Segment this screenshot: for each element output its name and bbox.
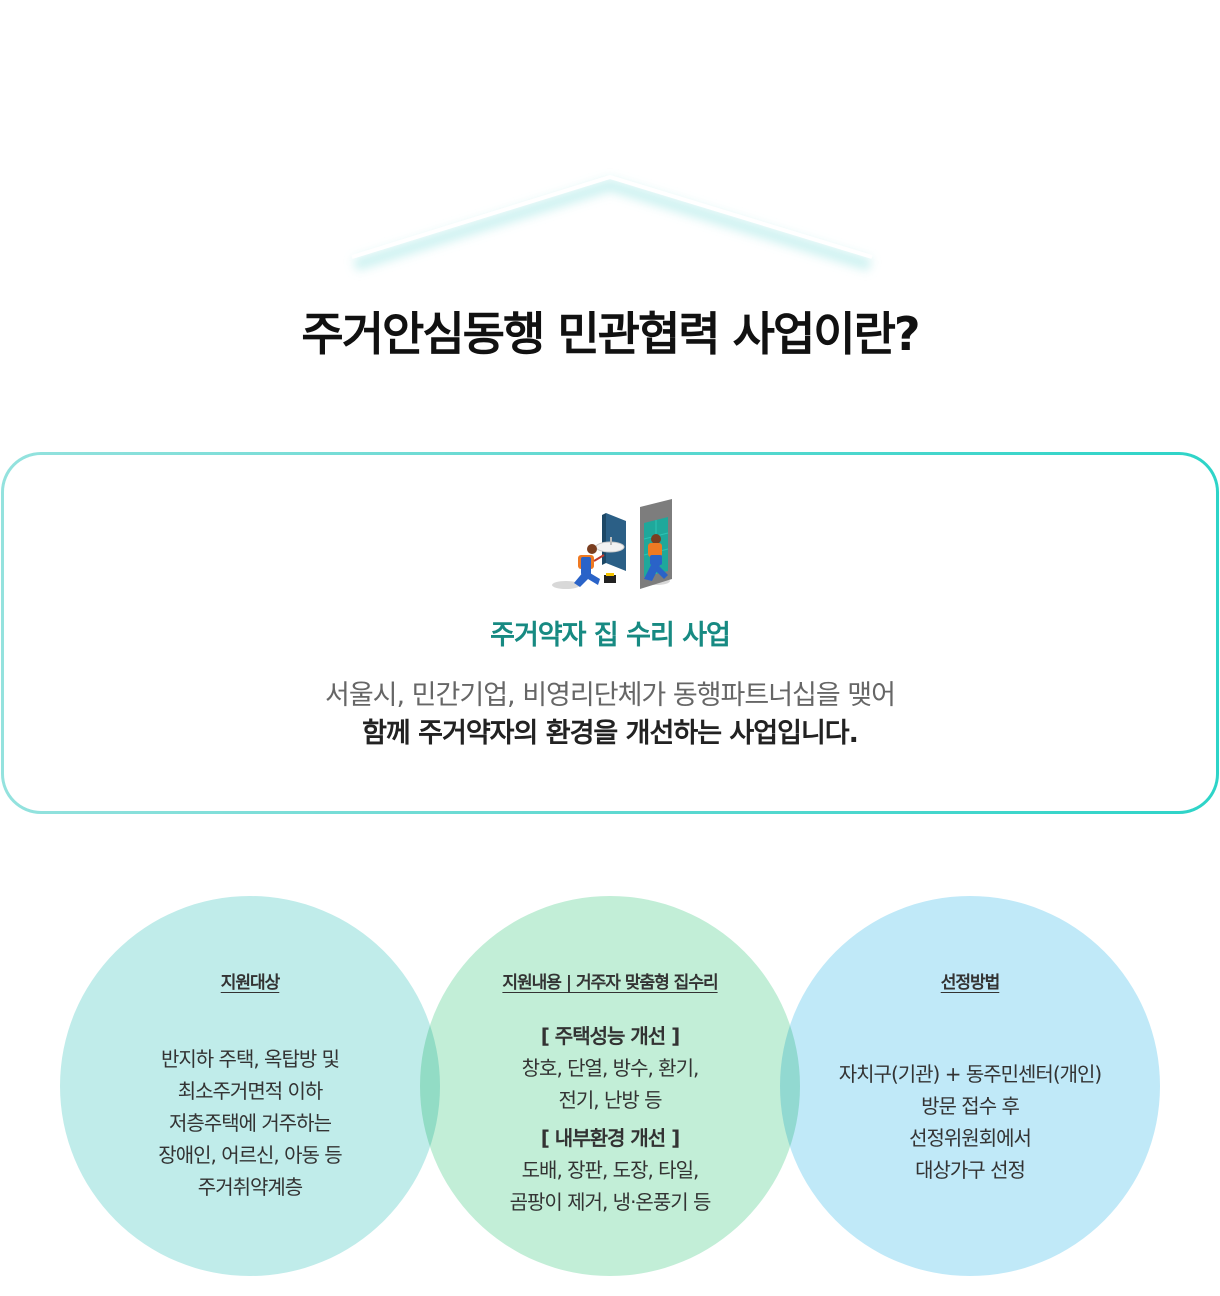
description-line-1: 서울시, 민간기업, 비영리단체가 동행파트너십을 맺어 — [325, 680, 896, 711]
list-item: 주거취약계층 — [197, 1175, 303, 1199]
list-item: 저층주택에 거주하는 — [169, 1111, 332, 1135]
circle-heading: 선정방법 — [780, 968, 1160, 993]
support-target-text: 지원대상 반지하 주택, 옥탑방 및 최소주거면적 이하 저층주택에 거주하는 … — [60, 896, 440, 1276]
circle-selection-method — [780, 896, 1160, 1276]
circle-heading: 지원대상 — [60, 968, 440, 993]
list-item: 최소주거면적 이하 — [177, 1079, 324, 1103]
roof-decoration-icon — [351, 174, 873, 271]
list-item: 자치구(기관) + 동주민센터(개인) — [838, 1062, 1102, 1086]
list-item: 도배, 장판, 도장, 타일, — [521, 1158, 700, 1182]
home-repair-workers-illustration-icon — [552, 499, 672, 589]
support-content-text: 지원내용 | 거주자 맞춤형 집수리 [ 주택성능 개선 ] 창호, 단열, 방… — [420, 896, 800, 1276]
support-target-heading: 지원대상 — [220, 973, 281, 993]
list-item: 장애인, 어르신, 아동 등 — [158, 1143, 342, 1167]
section-title: [ 내부환경 개선 ] — [540, 1126, 681, 1150]
description-line-2: 함께 주거약자의 환경을 개선하는 사업입니다. — [362, 718, 859, 749]
circle-support-content — [420, 896, 800, 1276]
section-title: [ 주택성능 개선 ] — [540, 1024, 681, 1048]
page-title: 주거안심동행 민관협력 사업이란? — [301, 307, 920, 361]
list-item: 방문 접수 후 — [921, 1094, 1020, 1118]
card-subtitle: 주거약자 집 수리 사업 — [490, 620, 731, 651]
list-item: 창호, 단열, 방수, 환기, — [521, 1056, 700, 1080]
circle-body: [ 주택성능 개선 ] 창호, 단열, 방수, 환기, 전기, 난방 등 [ 내… — [420, 1020, 800, 1218]
list-item: 대상가구 선정 — [915, 1158, 1026, 1182]
list-item: 선정위원회에서 — [909, 1126, 1032, 1150]
card-description: 서울시, 민간기업, 비영리단체가 동행파트너십을 맺어 함께 주거약자의 환경… — [4, 677, 1216, 753]
support-content-heading: 지원내용 | 거주자 맞춤형 집수리 — [502, 973, 718, 993]
selection-method-heading: 선정방법 — [940, 973, 1001, 993]
info-circles: 지원대상 반지하 주택, 옥탑방 및 최소주거면적 이하 저층주택에 거주하는 … — [0, 896, 1220, 1276]
selection-method-text: 선정방법 자치구(기관) + 동주민센터(개인) 방문 접수 후 선정위원회에서… — [780, 896, 1160, 1276]
circle-heading: 지원내용 | 거주자 맞춤형 집수리 — [420, 968, 800, 993]
circle-body: 반지하 주택, 옥탑방 및 최소주거면적 이하 저층주택에 거주하는 장애인, … — [60, 1043, 440, 1203]
list-item: 곰팡이 제거, 냉·온풍기 등 — [509, 1190, 712, 1214]
list-item: 반지하 주택, 옥탑방 및 — [160, 1047, 340, 1071]
intro-card: 주거약자 집 수리 사업 서울시, 민간기업, 비영리단체가 동행파트너십을 맺… — [1, 452, 1219, 814]
circle-support-target — [60, 896, 440, 1276]
circle-body: 자치구(기관) + 동주민센터(개인) 방문 접수 후 선정위원회에서 대상가구… — [780, 1058, 1160, 1186]
list-item: 전기, 난방 등 — [558, 1088, 662, 1112]
